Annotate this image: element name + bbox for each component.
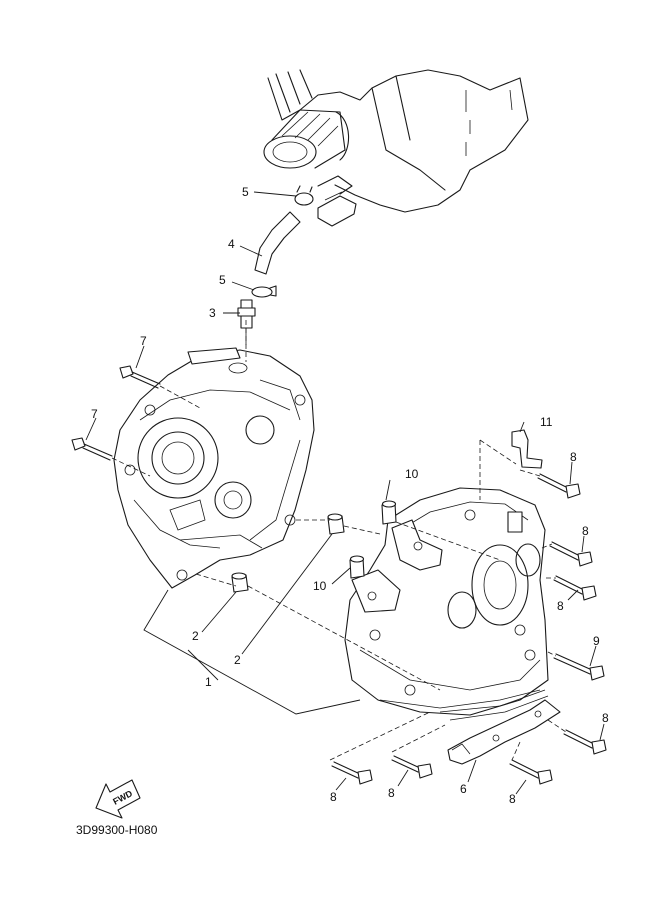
callout-11: 11 [540, 415, 553, 429]
callout-8-d: 8 [602, 711, 609, 725]
left-crankcase [113, 347, 315, 589]
callout-8-c: 8 [557, 599, 564, 613]
leader-lines [85, 191, 605, 795]
dowel-pins [231, 513, 345, 593]
breather-hose-parts [237, 185, 314, 345]
callout-1: 1 [205, 675, 212, 689]
fwd-arrow-icon: FWD [95, 779, 141, 819]
callout-2-a: 2 [192, 629, 199, 643]
callout-6: 6 [460, 782, 467, 796]
bolts [71, 365, 607, 785]
callout-4: 4 [228, 237, 235, 251]
callout-8-b: 8 [582, 524, 589, 538]
callout-10-a: 10 [405, 467, 419, 481]
callout-2-b: 2 [234, 653, 241, 667]
callout-7-b: 7 [91, 407, 98, 421]
callout-8-a: 8 [570, 450, 577, 464]
right-crankcase [344, 487, 549, 721]
callout-9: 9 [593, 634, 600, 648]
bracket-11 [511, 429, 543, 469]
callout-8-f: 8 [388, 786, 395, 800]
callout-8-g: 8 [330, 790, 337, 804]
callout-10-b: 10 [313, 579, 327, 593]
part-code: 3D99300-H080 [76, 823, 158, 837]
engine-upper-assembly [263, 69, 529, 227]
callout-labels: 1 2 2 3 4 5 5 6 7 7 8 8 8 8 8 8 8 9 10 1… [91, 185, 609, 806]
callout-8-e: 8 [509, 792, 516, 806]
callout-5-a: 5 [242, 185, 249, 199]
callout-5-b: 5 [219, 273, 226, 287]
dowel-pins-right [349, 500, 397, 579]
callout-3: 3 [209, 306, 216, 320]
guide-plate-6 [447, 699, 561, 765]
callout-7-a: 7 [140, 334, 147, 348]
